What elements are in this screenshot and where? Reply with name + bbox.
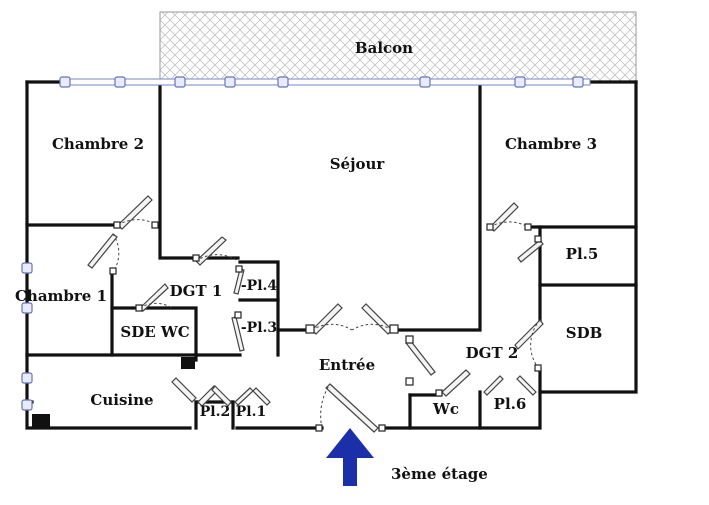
room-label-chambre-1: Chambre 1 [15, 287, 107, 305]
balcony [159, 11, 637, 83]
room-label-pl1: Pl.1 [236, 404, 266, 420]
room-label-pl3: -Pl.3 [241, 320, 277, 336]
room-label-cuisine: Cuisine [90, 391, 153, 409]
room-label-wc: Wc [432, 400, 459, 418]
room-label-sejour: Séjour [330, 155, 386, 173]
room-label-pl4: -Pl.4 [241, 278, 278, 294]
room-label-dgt-2: DGT 2 [466, 344, 519, 362]
window [21, 76, 591, 428]
doors [87, 195, 544, 433]
room-label-sde-wc: SDE WC [120, 323, 189, 341]
room-label-chambre-3: Chambre 3 [505, 135, 597, 153]
walls [25, 80, 638, 430]
room-label-chambre-2: Chambre 2 [52, 135, 144, 153]
room-label-pl6: Pl.6 [494, 395, 527, 413]
floor-level-label: 3ème étage [391, 465, 488, 483]
room-label-pl2: Pl.2 [200, 404, 230, 420]
room-label-entree: Entrée [319, 356, 375, 374]
room-label-balcon: Balcon [355, 39, 413, 57]
room-label-dgt-1: DGT 1 [170, 282, 223, 300]
room-label-pl5: Pl.5 [566, 245, 599, 263]
arrow-up-icon [326, 428, 374, 486]
room-label-sdb: SDB [566, 324, 603, 342]
